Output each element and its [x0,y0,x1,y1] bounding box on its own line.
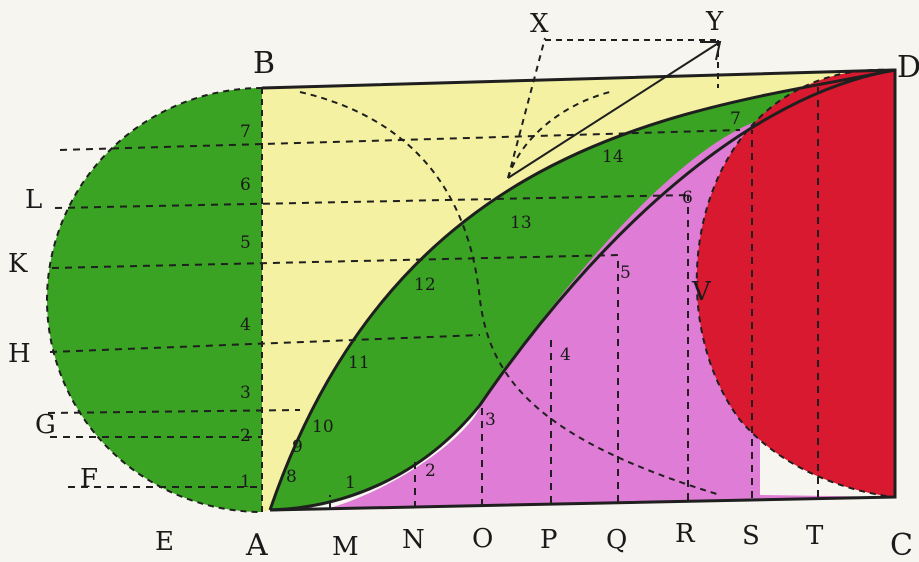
lower-curve [269,68,896,512]
vertical-lines [329,80,819,510]
label-x: X [530,9,549,39]
label-m: M [332,532,359,562]
curve-number-3: 3 [485,410,496,430]
green-semicircle [47,88,262,512]
label-l: L [25,185,42,215]
label-r: R [675,519,696,549]
label-h: H [8,339,31,369]
label-f: F [80,464,98,494]
ab-number-4: 4 [240,315,251,335]
curve-number-2: 2 [425,461,436,481]
ab-number-6: 6 [240,175,251,195]
construction-lines [507,37,722,179]
curve-number-13: 13 [510,213,532,233]
curve-number-12: 12 [414,275,436,295]
label-d: D [897,50,919,85]
label-k: K [8,249,28,279]
curve-number-8: 8 [286,467,297,487]
curve-number-9: 9 [292,437,303,457]
yellow-region [262,70,895,512]
label-p: P [540,525,558,555]
green-lens [270,70,895,510]
label-s: S [742,521,760,551]
ab-number-1: 1 [240,472,251,492]
label-g: G [35,410,56,440]
curve-number-11: 11 [348,353,370,373]
ab-number-3: 3 [240,383,251,403]
label-n: N [402,525,425,555]
curve-number-7: 7 [730,109,741,129]
right-semicircle-outline [695,68,896,498]
ab-number-2: 2 [240,426,251,446]
label-v: V [691,277,712,307]
label-y: Y [705,7,724,37]
label-a: A [245,528,268,562]
label-c: C [890,528,913,562]
label-t: T [806,521,824,551]
label-e: E [155,527,174,557]
label-b: B [253,46,275,81]
curve-number-6: 6 [682,188,693,208]
small-construction-arc [507,91,611,179]
curve-number-4: 4 [560,345,571,365]
curve-number-5: 5 [620,263,631,283]
curve-number-14: 14 [602,147,624,167]
label-o: O [472,524,493,554]
curve-number-10: 10 [312,417,334,437]
red-semicircle [696,69,895,498]
ab-number-7: 7 [240,122,251,142]
ab-number-5: 5 [240,233,251,253]
left-chords [47,129,741,488]
curve-number-1: 1 [345,473,356,493]
label-q: Q [606,525,627,555]
rectangle-frame [261,68,897,512]
